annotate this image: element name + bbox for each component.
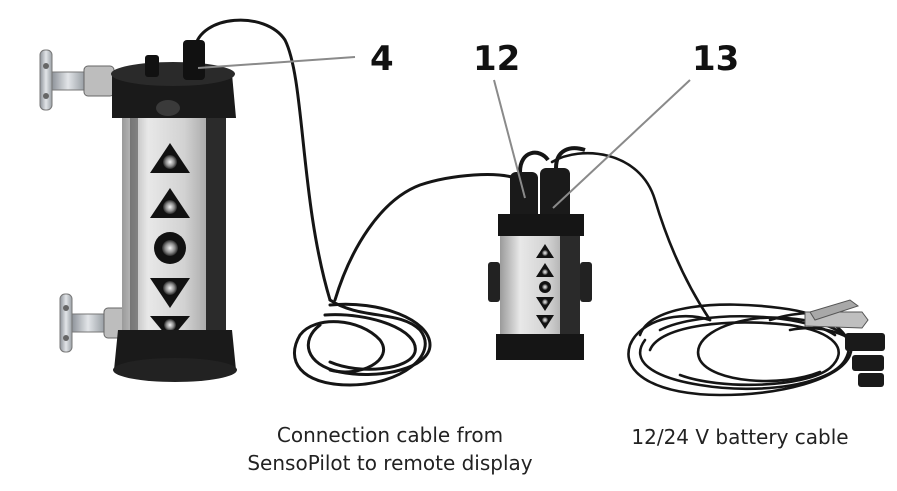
display-led-center bbox=[539, 281, 551, 293]
callout-leaders bbox=[197, 56, 691, 209]
leader-line-12 bbox=[493, 79, 526, 199]
callout-number-12: 12 bbox=[473, 39, 520, 79]
battery-clamps bbox=[804, 299, 885, 387]
battery-cable bbox=[550, 151, 862, 397]
leader-line-13 bbox=[552, 79, 691, 209]
sensor-led-down-1 bbox=[150, 278, 190, 308]
connection-cable-caption: Connection cable from SensoPilot to remo… bbox=[225, 421, 555, 477]
sensor-led-center bbox=[154, 232, 186, 264]
callout-number-13: 13 bbox=[692, 39, 739, 79]
leader-line-4 bbox=[197, 56, 356, 69]
display-led-down-1 bbox=[536, 297, 554, 311]
connection-cable-caption-line1: Connection cable from bbox=[276, 423, 504, 447]
display-led-down-2 bbox=[536, 315, 554, 329]
connection-cable bbox=[193, 18, 522, 387]
display-led-up-1 bbox=[536, 244, 554, 258]
sensor-unit bbox=[39, 40, 237, 382]
sensor-led-up-1 bbox=[150, 143, 190, 173]
battery-cable-caption: 12/24 V battery cable bbox=[631, 425, 849, 449]
remote-display-unit bbox=[488, 146, 592, 360]
callout-number-4: 4 bbox=[370, 39, 394, 79]
sensor-led-down-2 bbox=[150, 316, 190, 340]
connection-cable-caption-line2: SensoPilot to remote display bbox=[247, 451, 533, 475]
display-led-up-2 bbox=[536, 263, 554, 277]
sensor-led-up-2 bbox=[150, 188, 190, 218]
